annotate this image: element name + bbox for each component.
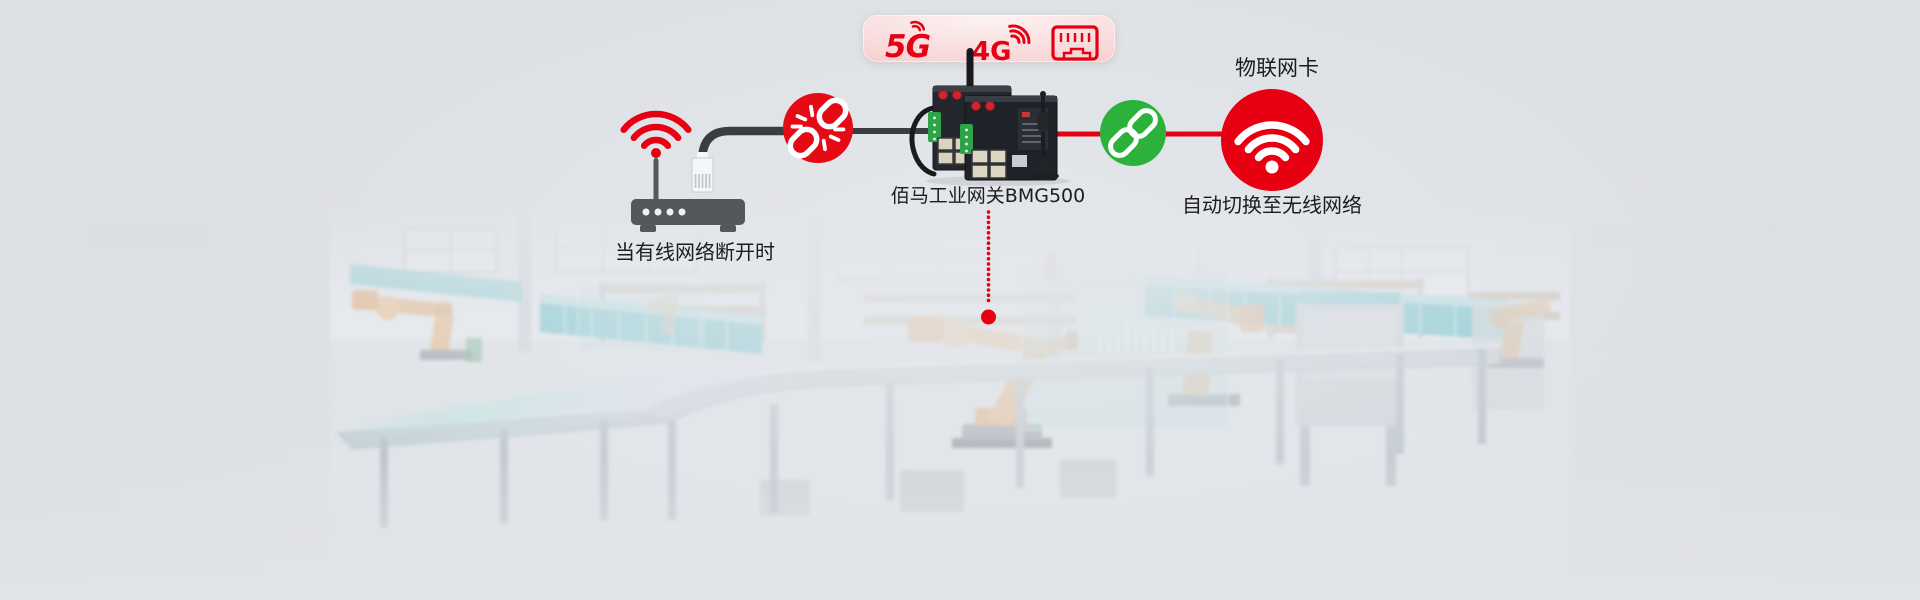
network-modes-badge: 5G 4G	[863, 15, 1115, 65]
factory-scene	[330, 210, 1570, 570]
badge-icons	[910, 20, 1099, 61]
link-connected-icon	[1100, 100, 1166, 166]
rj45-plug-icon	[691, 152, 714, 193]
ethernet-port-icon	[1051, 25, 1099, 61]
router-caption: 当有线网络断开时	[615, 240, 775, 264]
gateway-device	[909, 48, 1070, 186]
iot-wifi-icon	[1221, 89, 1323, 191]
iot-caption: 自动切换至无线网络	[1182, 193, 1362, 217]
external-antenna-icon	[1027, 91, 1059, 181]
factory-background	[0, 190, 1920, 600]
gateway-cable	[909, 105, 937, 177]
5g-signal-arcs-icon	[910, 20, 926, 32]
iot-card-title: 物联网卡	[1235, 56, 1319, 80]
gateway-unit-back	[928, 85, 1012, 171]
gateway-unit-front	[960, 95, 1058, 181]
ethernet-cable	[697, 126, 825, 167]
broken-link-icon	[783, 93, 853, 163]
router-wifi-signal-icon	[620, 110, 692, 158]
4g-signal-arcs-icon	[1008, 24, 1031, 45]
gateway-caption: 佰马工业网关BMG500	[890, 185, 1086, 207]
